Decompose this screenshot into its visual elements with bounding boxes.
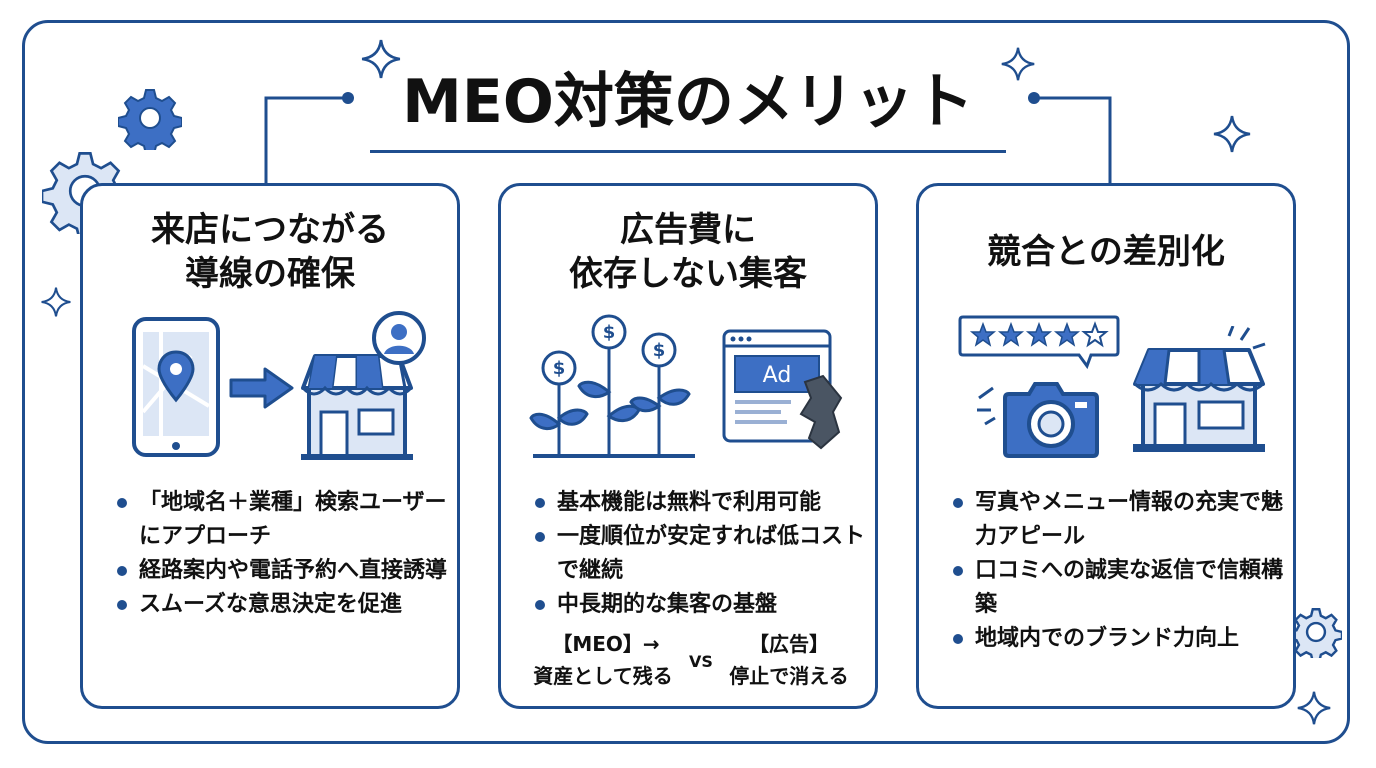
comparison-ad-text: 停止で消える — [729, 664, 849, 688]
sparkle-icon — [1213, 115, 1251, 153]
sparkle-icon — [1297, 691, 1331, 725]
bullet-list: 「地域名＋業種」検索ユーザーにアプローチ 経路案内や電話予約へ直接誘導 スムーズ… — [113, 486, 453, 622]
user-avatar-icon — [372, 311, 426, 365]
comparison-vs: VS — [689, 652, 713, 671]
connector-right — [1028, 92, 1112, 186]
comparison-ad-title: 【広告】 — [749, 632, 829, 656]
comparison-meo-title: 【MEO】→ — [552, 632, 660, 656]
comparison-meo-text: 資産として残る — [533, 664, 673, 688]
list-item: 中長期的な集客の基盤 — [531, 588, 871, 622]
bullet-list: 写真やメニュー情報の充実で魅力アピール 口コミへの誠実な返信で信頼構築 地域内で… — [949, 486, 1289, 656]
outer-frame — [22, 20, 1350, 744]
storefront-icon — [1133, 326, 1266, 452]
list-item: 一度順位が安定すれば低コストで継続 — [531, 520, 871, 588]
list-item: 地域内でのブランド力向上 — [949, 622, 1289, 656]
list-item: スムーズな意思決定を促進 — [113, 588, 453, 622]
sparkle-icon — [1001, 47, 1035, 81]
camera-icon — [977, 382, 1099, 458]
card-title-line2: 依存しない集客 — [569, 254, 807, 294]
card-title-line1: 広告費に — [620, 210, 756, 250]
ad-window-icon: Ad — [722, 329, 843, 450]
arrow-right-icon — [229, 367, 294, 409]
list-item: 経路案内や電話予約へ直接誘導 — [113, 554, 453, 588]
coin-symbol: $ — [553, 358, 566, 379]
card-title: 競合との差別化 — [987, 232, 1225, 272]
list-item: 「地域名＋業種」検索ユーザーにアプローチ — [113, 486, 453, 554]
coin-symbol: $ — [603, 322, 616, 343]
page-title: MEO対策のメリット — [402, 67, 974, 137]
sparkle-icon — [41, 287, 71, 317]
card-title-line2: 導線の確保 — [185, 254, 355, 294]
smartphone-map-icon — [132, 317, 220, 457]
gear-icon — [1290, 608, 1342, 658]
card-store-visit: 来店につながる 導線の確保 「地域名＋業種」検索ユーザーにアプローチ 経路案内や… — [80, 183, 460, 709]
card-ad-free: 広告費に 依存しない集客 $ $ $ — [498, 183, 878, 709]
connector-left — [264, 92, 354, 186]
coin-symbol: $ — [653, 340, 666, 361]
ad-label: Ad — [763, 363, 792, 388]
list-item: 基本機能は無料で利用可能 — [531, 486, 871, 520]
card-differentiation: 競合との差別化 写真やメニュー情報の充実で魅力アピール 口コミへの誠実な返信で信 — [916, 183, 1296, 709]
bullet-list: 基本機能は無料で利用可能 一度順位が安定すれば低コストで継続 中長期的な集客の基… — [531, 486, 871, 622]
list-item: 写真やメニュー情報の充実で魅力アピール — [949, 486, 1289, 554]
title-underline — [370, 150, 1006, 153]
card-title-line1: 来店につながる — [151, 210, 389, 250]
sparkle-icon — [361, 39, 401, 79]
review-stars-icon — [958, 315, 1120, 370]
money-plant-icon: $ $ $ — [529, 314, 695, 458]
gear-icon — [118, 89, 182, 150]
list-item: 口コミへの誠実な返信で信頼構築 — [949, 554, 1289, 622]
